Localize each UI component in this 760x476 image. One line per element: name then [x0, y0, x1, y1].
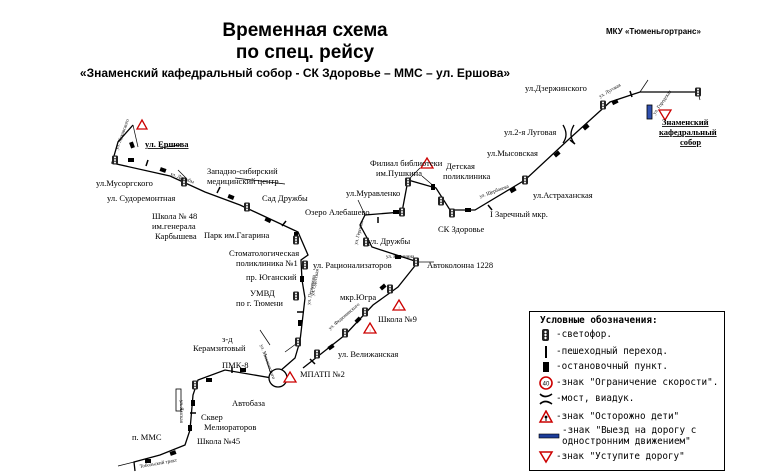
stop-school48-line3: Карбышева — [155, 231, 197, 241]
street-tobolsky: Тобольский тракт — [139, 458, 178, 470]
legend-text-one-way-line2: одностронним движением" — [562, 436, 691, 447]
stop-school9: Школа №9 — [378, 314, 417, 324]
stop-umvd-line1: УМВД — [250, 288, 275, 298]
stop-velizhanskaya: ул. Велижанская — [338, 349, 398, 359]
organization-name: МКУ «Тюменьгортранс» — [606, 27, 701, 36]
stop-library-line1: Филиал библиотеки — [370, 158, 443, 168]
svg-text:40: 40 — [543, 381, 550, 387]
svg-text:!: ! — [369, 328, 370, 333]
map-title: Временная схема — [222, 20, 388, 41]
stop-umvd-line2: по г. Тюмени — [236, 298, 283, 308]
stop-dental-line2: поликлиника №1 — [236, 258, 298, 268]
stop-zapsib-line2: медицинский центр — [207, 176, 279, 186]
stop-druzhby: ул. Дружбы — [368, 236, 411, 246]
stop-dental-line1: Стоматологическая — [229, 248, 299, 258]
stop-labels: ул. Ершова ул.Мусоргского ул. Судоремонт… — [96, 83, 717, 446]
street-menzhinskogo: ул. Менжинского — [258, 344, 275, 381]
legend-text-traffic-light: -светофор. — [556, 329, 612, 340]
stop-sobor-line2: кафедральный — [659, 127, 717, 137]
stop-children-clinic-line1: Детская — [446, 161, 475, 171]
stop-zarechny: I Заречный мкр. — [490, 209, 548, 219]
stop-yugansky: пр. Юганский — [246, 272, 297, 282]
stop-mysovskaya: ул.Мысовская — [487, 148, 538, 158]
street-gerzena: ул. Герцена — [354, 220, 365, 246]
stop-sudoremontnaya: ул. Судоремонтная — [107, 193, 175, 203]
children-sign-icon — [538, 410, 554, 423]
stop-ershova: ул. Ершова — [145, 139, 189, 149]
stop-school48-line1: Школа № 48 — [152, 211, 197, 221]
stop-mms: п. ММС — [132, 432, 162, 442]
street-yamskaya: ул. Ямская — [178, 400, 183, 424]
stop-zapsib-line1: Западно-сибирский — [207, 166, 278, 176]
stop-lugovaya: ул.2-я Луговая — [504, 127, 556, 137]
yield-icon — [538, 451, 554, 464]
stop-muravlenko: ул.Муравленко — [346, 188, 400, 198]
stop-avtobaza: Автобаза — [232, 398, 265, 408]
street-fedyuninskogo: ул. Федюнинского — [328, 302, 361, 331]
stop-dzerzhinskogo: ул.Дзержинского — [525, 83, 587, 93]
street-zhukovskogo: ул. Жуковского — [115, 118, 131, 151]
crosswalks — [145, 90, 633, 414]
street-odesskaya: ул. Одесская — [311, 268, 321, 296]
stop-sk-zdorovye: СК Здоровье — [438, 224, 484, 234]
legend-title: Условные обозначения: — [540, 315, 658, 326]
speed-limit-icon: 40 — [539, 376, 553, 390]
legend-text-bridge: -мост, виадук. — [556, 393, 635, 404]
stop-park-gagarina: Парк им.Гагарина — [204, 230, 270, 240]
route-line — [111, 91, 698, 472]
stop-ratsionalizatorov: ул. Рационализаторов — [313, 260, 392, 270]
stop-sobor-line1: Знаменский — [662, 117, 709, 127]
stop-sobor-line3: собор — [680, 137, 701, 147]
stop-library-line2: им.Пушкина — [376, 168, 422, 178]
traffic-light-icon — [542, 329, 549, 341]
stop-sad-druzhby: Сад Дружбы — [262, 193, 308, 203]
stop-astrakhanskaya: ул.Астраханская — [533, 190, 593, 200]
legend-text-crosswalk: -пешеходный переход. — [556, 346, 668, 357]
one-way-signs — [175, 104, 653, 412]
stop-school48-line2: им.генерала — [152, 221, 196, 231]
legend-text-one-way: -знак "Выезд на дорогу с одностронним дв… — [562, 425, 696, 447]
stop-musorgskogo: ул.Мусоргского — [96, 178, 153, 188]
street-lugovaya: ул. Луговая — [599, 83, 623, 100]
stop-yugra: мкр.Югра — [340, 292, 376, 302]
legend-text-bus-stop: -остановочный пункт. — [556, 361, 668, 372]
bridge-icon — [562, 124, 575, 144]
legend-text-children: -знак "Осторожно дети" — [556, 411, 680, 422]
route-name: «Знаменский кафедральный собор - СК Здор… — [79, 66, 511, 80]
map-subtitle: по спец. рейсу — [235, 42, 375, 63]
crosswalk-icon — [545, 346, 547, 358]
legend-box: Условные обозначения: -светофор. -пешехо… — [529, 311, 725, 471]
stop-pmk8: ПМК-8 — [222, 360, 248, 370]
street-kalinina: ул. Калинина — [386, 255, 415, 260]
bus-stop-icon — [543, 362, 549, 372]
legend-text-one-way-line1: -знак "Выезд на дорогу с — [562, 425, 697, 436]
legend-text-yield: -знак "Уступите дорогу" — [556, 451, 685, 462]
stop-keramzit-line2: Керамзитовый — [193, 343, 246, 353]
stop-children-clinic-line2: поликлиника — [443, 171, 490, 181]
warning-triangles — [135, 109, 673, 383]
stop-mpatp2: МПАТП №2 — [300, 369, 345, 379]
bus-stops — [128, 98, 619, 463]
svg-text:!: ! — [398, 305, 399, 310]
stop-skver-line2: Мелиораторов — [204, 422, 256, 432]
bridge-icon — [539, 393, 553, 405]
stop-avtokolonna: Автоколонна 1228 — [427, 260, 493, 270]
street-permyakova: ул. Пермякова — [307, 274, 317, 305]
stop-ozero: Озеро Алебашево — [305, 207, 370, 217]
stop-keramzit-line1: з-д — [222, 334, 233, 344]
stop-skver-line1: Сквер — [201, 412, 223, 422]
legend-text-speed-limit: -знак "Ограничение скорости". — [556, 377, 719, 388]
one-way-icon — [538, 433, 560, 439]
stop-school45: Школа №45 — [197, 436, 240, 446]
